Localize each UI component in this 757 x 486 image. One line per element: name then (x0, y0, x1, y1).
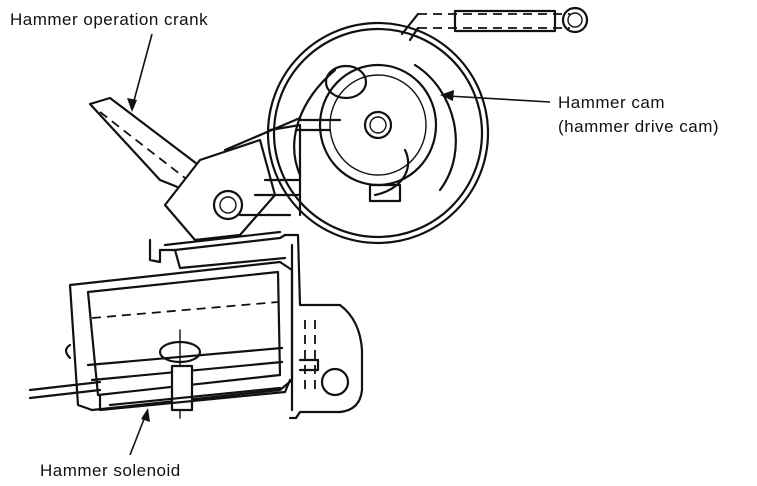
mounting-bracket (283, 233, 364, 420)
link-rod (400, 6, 589, 42)
leader-crank (127, 33, 153, 112)
leader-cam (440, 90, 551, 103)
hammer-cam (266, 21, 490, 245)
label-hammer-operation-crank: Hammer operation crank (10, 10, 208, 29)
hammer-solenoid (28, 260, 294, 419)
leader-solenoid (129, 408, 150, 456)
label-hammer-cam: Hammer cam (558, 93, 665, 112)
frame-plate (148, 230, 287, 270)
hammer-operation-crank (88, 96, 342, 242)
label-hammer-solenoid: Hammer solenoid (40, 461, 181, 480)
label-hammer-drive-cam: (hammer drive cam) (558, 117, 719, 136)
